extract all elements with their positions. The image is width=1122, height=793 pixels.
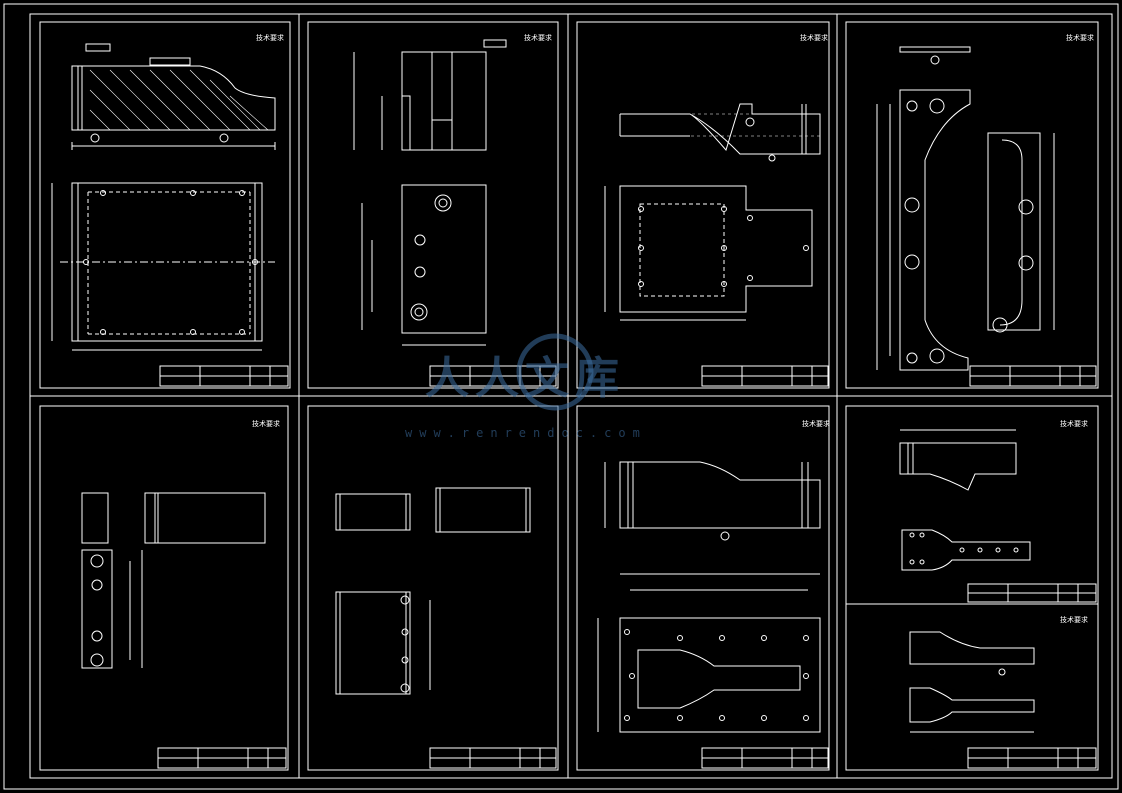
title-block-5 [157, 747, 287, 769]
sheet-frame-3 [576, 21, 830, 389]
part-9-views [909, 631, 1035, 733]
sheet-frame-2 [307, 21, 559, 389]
sheet-9-corner-label: 技术要求 [1060, 615, 1088, 624]
title-block-7 [701, 747, 829, 769]
sheet-4-corner-label: 技术要求 [1066, 33, 1094, 42]
sheet-frame-5 [39, 405, 289, 771]
part-1-top-view [51, 182, 275, 351]
part-2-front-view [353, 39, 507, 151]
sheet-frame-7 [576, 405, 830, 771]
title-block-3 [701, 365, 829, 387]
sheet-8b-corner-label: 技术要求 [1060, 419, 1088, 428]
sheet-5-corner-label: 技术要求 [252, 419, 280, 428]
outer-border [3, 3, 1119, 790]
title-block-4 [969, 365, 1097, 387]
sheet-frame-4 [845, 21, 1099, 389]
sheet-frame-9 [845, 603, 1099, 771]
part-3-top-view [604, 185, 813, 321]
part-7-front-view [604, 461, 821, 541]
title-block-6 [429, 747, 557, 769]
part-2-top-view [361, 184, 487, 346]
part-4-thin-bar [899, 46, 971, 65]
sheet-2-corner-label: 技术要求 [524, 33, 552, 42]
part-6-views [335, 487, 531, 695]
title-block-2 [429, 365, 557, 387]
part-4-profile-plate [876, 89, 971, 371]
title-block-9 [967, 747, 1097, 769]
sheet-frame-1 [39, 21, 291, 389]
part-7-top-view [597, 573, 821, 733]
part-8-views [899, 429, 1031, 571]
title-block-8 [967, 583, 1097, 603]
title-block-1 [159, 365, 289, 387]
part-3-front-view [619, 103, 821, 162]
sheet-1-corner-label: 技术要求 [256, 33, 284, 42]
part-4-side-plate [987, 132, 1055, 333]
part-5-views [81, 492, 266, 669]
sheet-8-corner-label: 技术要求 [802, 419, 830, 428]
sheet-frame-6 [307, 405, 559, 771]
part-1-front-view [71, 43, 276, 150]
sheet-3-corner-label: 技术要求 [800, 33, 828, 42]
sheet-frame-8 [845, 405, 1099, 605]
